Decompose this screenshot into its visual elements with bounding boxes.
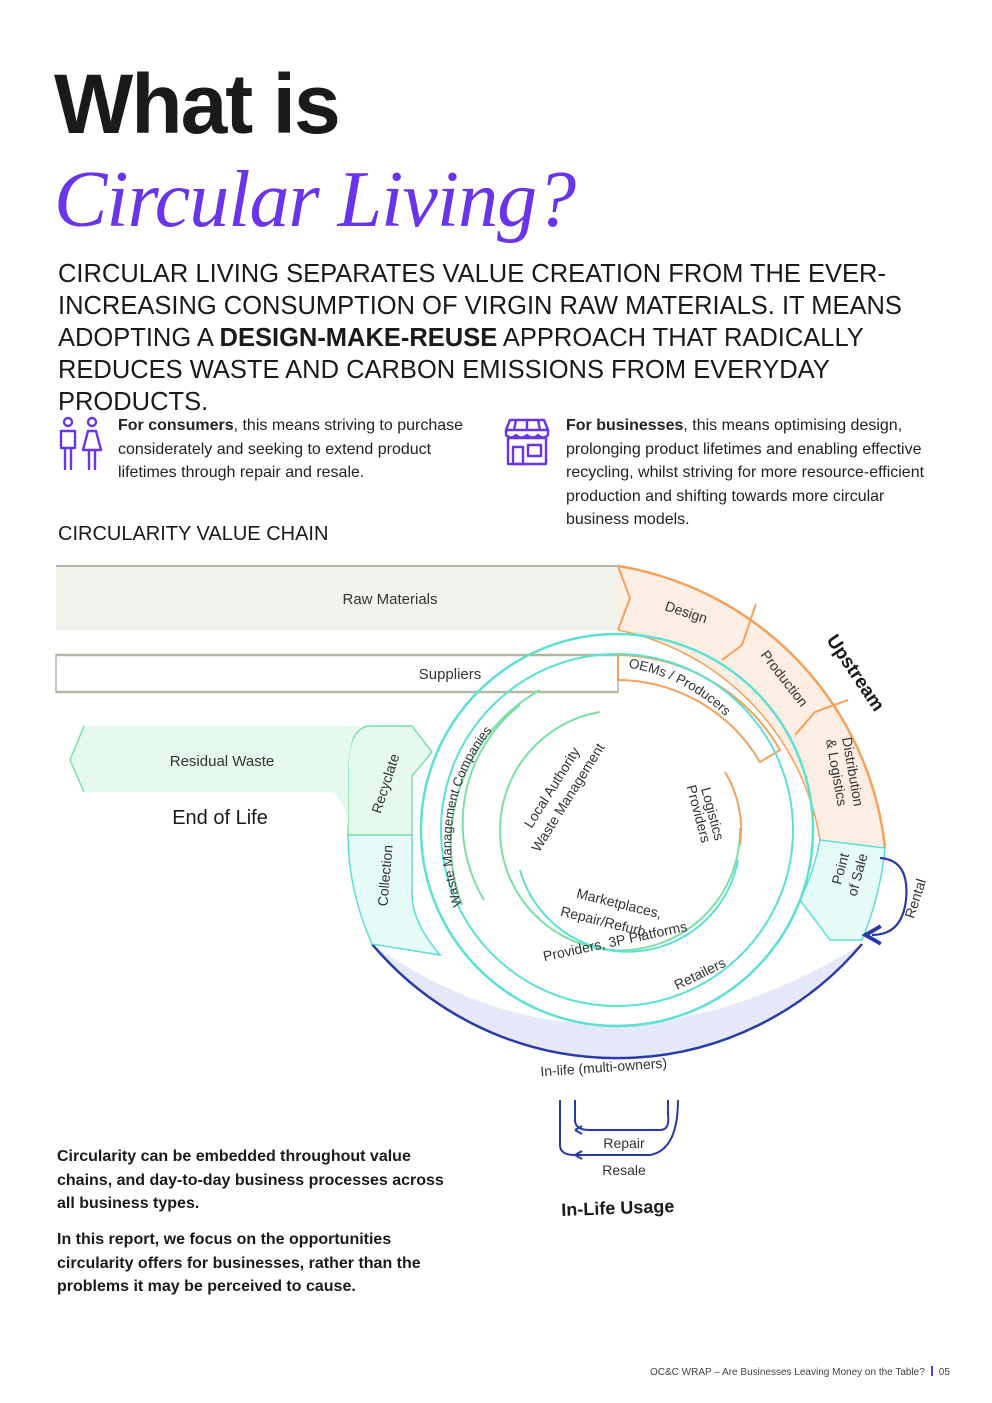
chain-title: CIRCULARITY VALUE CHAIN: [58, 523, 329, 545]
logistics-arc: [724, 771, 743, 846]
businesses-note: For businesses, this means optimising de…: [566, 414, 936, 532]
intro-paragraph: CIRCULAR LIVING SEPARATES VALUE CREATION…: [58, 258, 958, 418]
residual-waste-label: Residual Waste: [170, 753, 275, 770]
residual-waste-band: [70, 726, 362, 835]
marketplaces-ring: [519, 859, 739, 953]
raw-materials-band: [56, 566, 630, 630]
retailers-ring-outer: [419, 632, 815, 1028]
intro-text-1: CIRCULAR LIVING SEPARATES VALUE CREATION…: [58, 260, 902, 352]
repair-label: Repair: [603, 1135, 645, 1151]
in-life-usage-label: In-Life Usage: [561, 1196, 675, 1220]
suppliers-band: [55, 654, 619, 693]
suppliers-label: Suppliers: [419, 666, 482, 683]
repair-loop: [574, 1100, 670, 1131]
footer-text: OC&C WRAP – Are Businesses Leaving Money…: [650, 1367, 925, 1378]
intro-text-2: APPROACH THAT RADICALLY REDUCES WASTE AN…: [58, 324, 864, 416]
consumers-icon: [59, 416, 103, 471]
consumers-text: , this means striving to purchase consid…: [118, 417, 464, 481]
intro-bold: DESIGN-MAKE-REUSE: [219, 324, 498, 352]
waste-management-companies-label: Waste Management Companies: [439, 722, 495, 908]
bottom-note-1: Circularity can be embedded throughout v…: [57, 1148, 444, 1212]
end-of-life-label: End of Life: [172, 807, 268, 829]
collection-segment: [347, 834, 442, 957]
footer: OC&C WRAP – Are Businesses Leaving Money…: [650, 1366, 950, 1378]
point-of-sale-segment: [799, 839, 886, 941]
page-title-line2: Circular Living?: [54, 156, 576, 244]
bottom-note-2: In this report, we focus on the opportun…: [57, 1231, 421, 1295]
consumers-bold: For consumers: [118, 417, 234, 434]
businesses-bold: For businesses: [566, 417, 684, 434]
retailers-ring-inner: [440, 653, 794, 1007]
shop-icon: [504, 418, 550, 466]
rental-arrow: [861, 856, 908, 946]
resale-label: Resale: [602, 1162, 646, 1178]
waste-management-arc: [449, 689, 541, 906]
collection-label: Collection: [374, 844, 395, 907]
in-life-band: [372, 944, 862, 1059]
consumers-note: For consumers, this means striving to pu…: [118, 414, 478, 485]
businesses-text: , this means optimising design, prolongi…: [566, 417, 925, 528]
page-title-line1: What is: [54, 57, 341, 151]
upstream-ring: [618, 566, 885, 848]
raw-materials-label: Raw Materials: [342, 591, 437, 608]
footer-divider: [930, 1366, 933, 1376]
footer-page-number: 05: [938, 1367, 950, 1378]
local-authority-ring: [499, 711, 742, 952]
resale-loop: [559, 1099, 679, 1156]
